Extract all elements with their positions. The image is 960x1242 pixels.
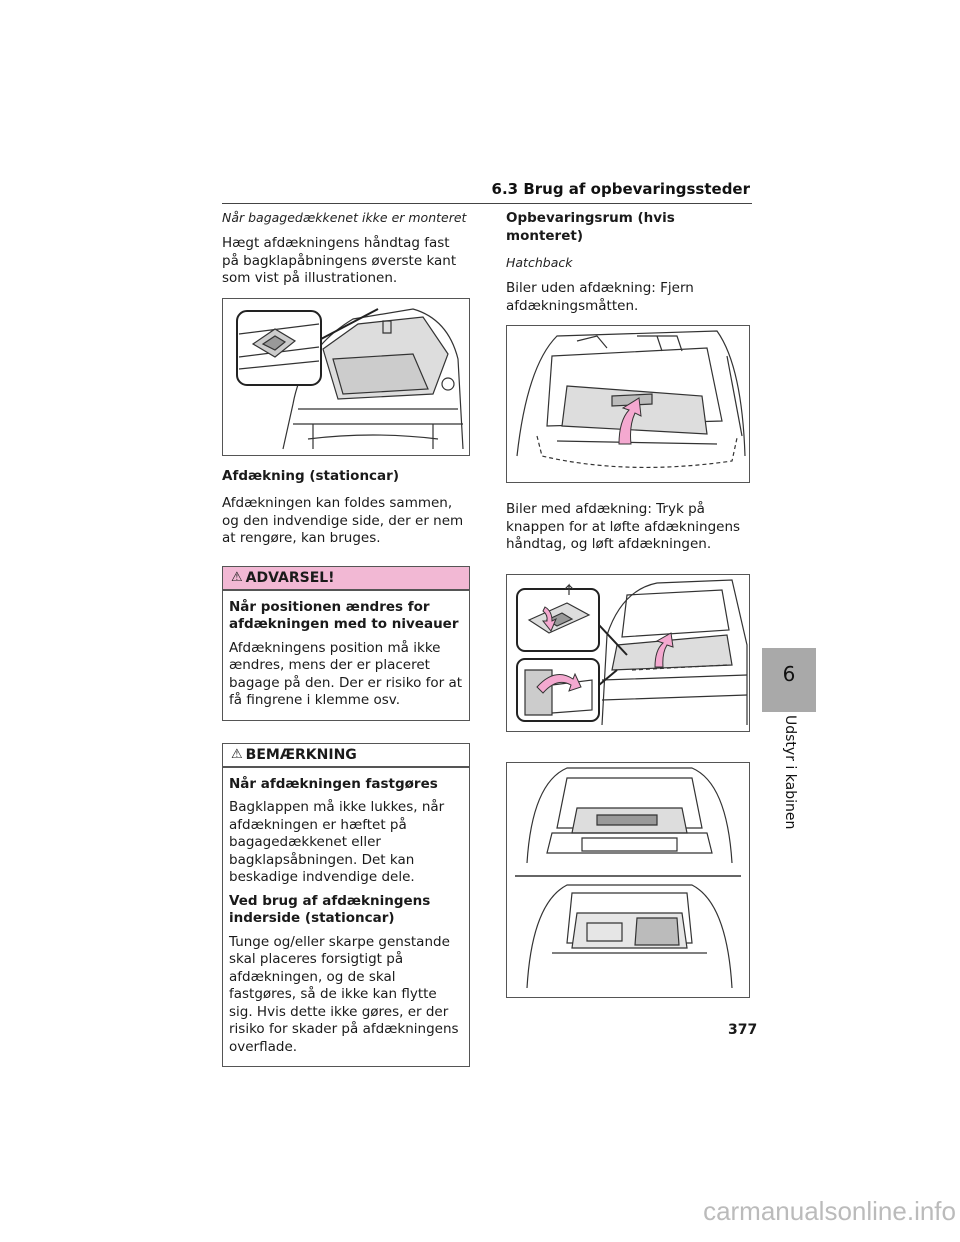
section-heading: Afdækning (stationcar) bbox=[222, 467, 399, 484]
watermark: carmanualsonline.info bbox=[703, 1196, 956, 1226]
illustration-remove-mat bbox=[506, 325, 750, 483]
illustration-lift-cover bbox=[506, 573, 750, 732]
right-column: Opbevaringsrum (hvis monteret) Hatchback… bbox=[506, 210, 754, 998]
illustration-storage-compartments bbox=[506, 761, 750, 998]
section-heading: Opbevaringsrum (hvis monteret) bbox=[506, 210, 675, 244]
paragraph: Biler med afdækning: Tryk på knappen for… bbox=[506, 501, 741, 552]
left-column: Når bagagedækkenet ikke er monteret Hægt… bbox=[222, 210, 470, 1085]
chapter-tab bbox=[762, 648, 816, 712]
warning-title: ADVARSEL! bbox=[245, 569, 335, 586]
paragraph: Afdækningen kan foldes sammen, og den in… bbox=[222, 495, 464, 546]
page-number: 377 bbox=[728, 1022, 758, 1038]
paragraph: Biler uden afdækning: Fjern afdækningsmå… bbox=[506, 280, 694, 314]
paragraph: Hægt afdækningens håndtag fast på bagkla… bbox=[222, 235, 457, 286]
trunk-mat-drawing bbox=[516, 330, 746, 469]
notice-subheading: Når afdækningen fastgøres bbox=[229, 775, 438, 792]
italic-subheading: Hatchback bbox=[506, 255, 573, 270]
notice-text: Tunge og/eller skarpe genstande skal pla… bbox=[229, 933, 459, 1055]
italic-heading: Når bagagedækkenet ikke er monteret bbox=[222, 210, 467, 225]
warning-box: ⚠ ADVARSEL! Når positionen ændres for af… bbox=[222, 565, 470, 721]
chapter-label: Udstyr i kabinen bbox=[782, 715, 798, 830]
notice-text: Bagklappen må ikke lukkes, når afdækning… bbox=[229, 799, 445, 885]
notice-triangle-icon: ⚠ bbox=[231, 747, 243, 762]
notice-subheading: Ved brug af afdækningens inderside (stat… bbox=[229, 892, 431, 927]
illustration-tonneau-hook bbox=[222, 297, 470, 456]
section-title: 6.3 Brug af opbevaringssteder bbox=[491, 180, 750, 198]
warning-subheading: Når positionen ændres for afdækningen me… bbox=[229, 598, 459, 633]
lift-cover-drawing bbox=[516, 578, 748, 725]
header-divider bbox=[222, 203, 752, 204]
notice-header: ⚠ BEMÆRKNING bbox=[223, 744, 469, 768]
warning-triangle-icon: ⚠ bbox=[231, 570, 243, 585]
notice-box: ⚠ BEMÆRKNING Når afdækningen fastgøres B… bbox=[222, 742, 470, 1067]
notice-title: BEMÆRKNING bbox=[245, 746, 357, 763]
storage-drawing bbox=[515, 766, 741, 988]
warning-header: ⚠ ADVARSEL! bbox=[223, 566, 469, 591]
chapter-number: 6 bbox=[782, 662, 796, 686]
warning-text: Afdækningens position må ikke ændres, me… bbox=[229, 639, 463, 709]
car-trunk-drawing bbox=[236, 307, 464, 449]
